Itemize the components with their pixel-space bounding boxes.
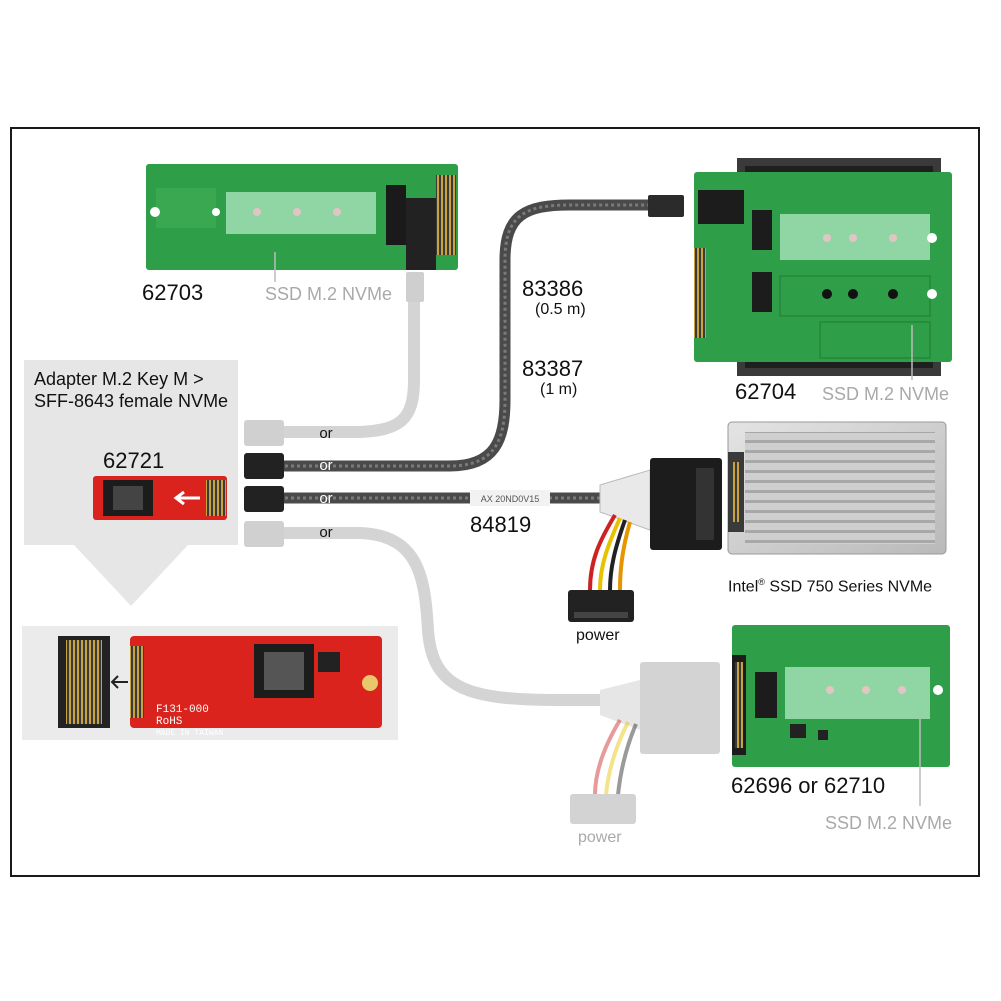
cable-83386-length: (0.5 m) — [535, 301, 586, 318]
power-label-faded: power — [578, 829, 622, 846]
part-62704: 62704 — [735, 379, 797, 404]
or-label-1: or — [319, 425, 333, 442]
intel-ssd-label: Intel® SSD 750 Series NVMe — [728, 577, 932, 596]
sata-power-wires — [588, 513, 632, 591]
cable-83386-part: 83386 — [522, 276, 584, 301]
pcb-text-3: MADE IN TAIWAN — [156, 729, 223, 738]
adapter-part-number: 62721 — [103, 448, 165, 473]
caption-62696: SSD M.2 NVMe — [825, 813, 953, 833]
caption-62703: SSD M.2 NVMe — [265, 284, 393, 304]
or-label-4: or — [319, 524, 333, 541]
faded-connector-bottom — [244, 521, 284, 547]
cable-83387-length: (1 m) — [540, 381, 578, 398]
cable-sleeve-label — [470, 490, 550, 506]
adapter-62721-small — [93, 476, 227, 520]
intel-label-rest: SSD 750 Series NVMe — [764, 578, 933, 596]
connector-cable-84819 — [244, 486, 284, 512]
or-label-2: or — [319, 457, 333, 474]
faded-cable-lower — [279, 527, 646, 706]
intel-reg-mark: ® — [758, 577, 765, 587]
intel-ssd-750 — [727, 421, 947, 555]
cable-sleeve-text: AX 20ND0V15 — [481, 494, 540, 504]
board-62696 — [732, 625, 950, 767]
caption-62704: SSD M.2 NVMe — [822, 384, 950, 404]
connector-cable-83386 — [244, 453, 284, 479]
u2-connector-84819 — [599, 458, 722, 550]
faded-power-wires — [593, 718, 638, 796]
cable-84819-part: 84819 — [470, 512, 532, 537]
intel-brand: Intel — [728, 578, 759, 596]
adapter-closeup — [58, 636, 382, 728]
adapter-title-line2: SFF-8643 female NVMe — [34, 391, 229, 411]
board-62704 — [694, 158, 952, 376]
pcb-text-2: RoHS — [156, 716, 183, 728]
cable-83387-part: 83387 — [522, 356, 584, 381]
faded-u2-connector — [600, 662, 720, 754]
adapter-title-line1: Adapter M.2 Key M > — [34, 369, 204, 389]
faded-sata-power-connector — [570, 794, 636, 824]
part-62696-62710: 62696 or 62710 — [731, 773, 886, 798]
power-label: power — [576, 627, 620, 644]
board-62703 — [146, 164, 458, 270]
or-label-3: or — [319, 490, 333, 507]
plug-62704 — [648, 195, 684, 217]
faded-cable-upper — [279, 279, 420, 438]
pcb-text-1: F131-000 — [156, 704, 209, 716]
faded-connector-top — [244, 420, 284, 446]
faded-plug-62703 — [406, 272, 424, 302]
part-62703: 62703 — [142, 280, 204, 305]
